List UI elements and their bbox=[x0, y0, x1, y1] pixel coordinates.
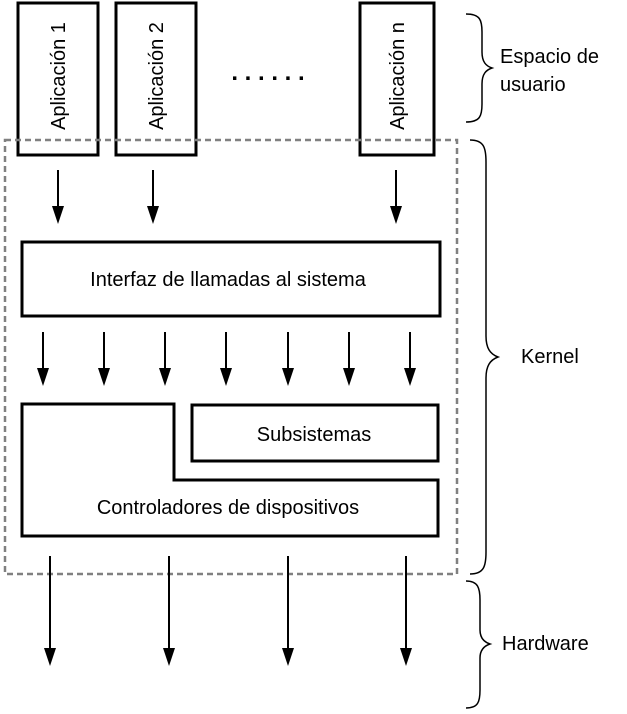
subsystems-box: Subsistemas bbox=[190, 403, 440, 463]
arrow-down bbox=[282, 556, 294, 666]
applications-ellipsis: . . . . . . bbox=[231, 59, 304, 86]
kernel-boundary bbox=[3, 138, 459, 576]
arrow-down bbox=[52, 170, 64, 224]
user-space-label-line1: Espacio de bbox=[500, 46, 599, 68]
arrow-down bbox=[282, 332, 294, 386]
syscall-interface-label: Interfaz de llamadas al sistema bbox=[90, 269, 367, 291]
arrow-down bbox=[98, 332, 110, 386]
arrow-down bbox=[400, 556, 412, 666]
arrow-down bbox=[37, 332, 49, 386]
application-box-1: Aplicación 1 bbox=[16, 1, 100, 157]
device-drivers-box: Controladores de dispositivos bbox=[20, 402, 440, 538]
hardware-label: Hardware bbox=[502, 633, 589, 655]
app-to-syscall-arrows bbox=[52, 170, 402, 224]
application-box-2: Aplicación 2 bbox=[114, 1, 198, 157]
arrow-down bbox=[44, 556, 56, 666]
arrow-down bbox=[390, 170, 402, 224]
user-space-brace bbox=[465, 13, 495, 123]
user-space-label-line2: usuario bbox=[500, 74, 566, 96]
syscall-to-kernel-arrows bbox=[37, 332, 416, 386]
application-label-1: Aplicación 1 bbox=[48, 22, 70, 130]
arrow-down bbox=[343, 332, 355, 386]
subsystems-label: Subsistemas bbox=[257, 424, 372, 446]
kernel-brace bbox=[469, 139, 501, 575]
device-drivers-label: Controladores de dispositivos bbox=[97, 497, 359, 519]
kernel-to-hardware-arrows bbox=[44, 556, 412, 666]
hardware-brace bbox=[465, 580, 493, 709]
arrow-down bbox=[220, 332, 232, 386]
application-box-n: Aplicación n bbox=[358, 1, 436, 157]
arrow-down bbox=[404, 332, 416, 386]
arrow-down bbox=[159, 332, 171, 386]
arrow-down bbox=[163, 556, 175, 666]
arrow-down bbox=[147, 170, 159, 224]
application-label-n: Aplicación n bbox=[387, 22, 409, 130]
application-label-2: Aplicación 2 bbox=[146, 22, 168, 130]
syscall-interface-box: Interfaz de llamadas al sistema bbox=[20, 240, 442, 318]
kernel-label: Kernel bbox=[521, 346, 579, 368]
